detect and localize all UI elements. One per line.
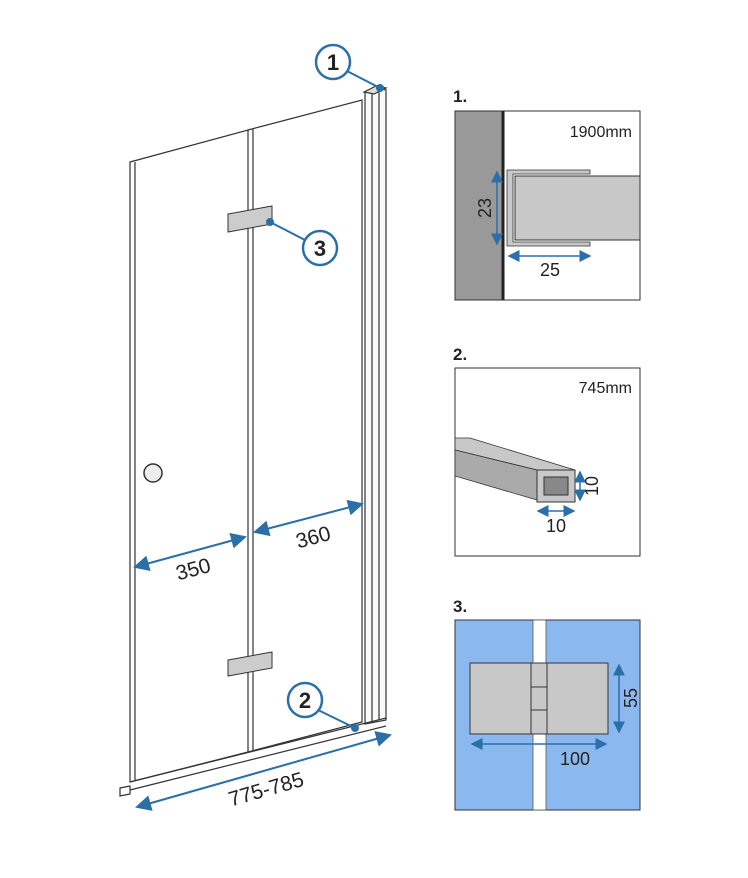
detail-1-height: 23 — [475, 198, 495, 218]
lower-hinge — [227, 651, 273, 677]
detail-3-height: 55 — [621, 688, 641, 708]
detail-1-width: 25 — [540, 260, 560, 280]
detail-3-width: 100 — [560, 749, 590, 769]
door-knob — [143, 463, 163, 483]
detail-1-length: 1900mm — [570, 124, 632, 141]
dim-total-label: 775-785 — [226, 768, 306, 811]
detail-2-heading: 2. — [453, 345, 467, 364]
callout-3-label: 3 — [314, 236, 326, 261]
detail-3-heading: 3. — [453, 597, 467, 616]
dim-350-arrow — [133, 532, 247, 572]
detail-2: 2. 745mm 10 10 — [453, 345, 641, 557]
callout-2-label: 2 — [299, 688, 311, 713]
detail-1: 1. 1900mm 23 25 — [453, 87, 641, 301]
dim-360-label: 360 — [293, 522, 333, 553]
door-drawing — [119, 85, 388, 797]
wall-profile — [364, 87, 387, 725]
callout-1-label: 1 — [327, 50, 339, 75]
detail-2-length: 745mm — [579, 380, 632, 397]
detail-1-heading: 1. — [453, 87, 467, 106]
callout-1: 1 — [314, 43, 384, 92]
dim-360-arrow — [253, 499, 364, 537]
callout-2: 2 — [286, 681, 359, 732]
detail-3: 3. 55 100 — [453, 597, 641, 811]
callout-3: 3 — [266, 218, 339, 267]
dim-350-label: 350 — [173, 554, 213, 585]
dim-total-arrow — [135, 731, 392, 811]
detail-2-width: 10 — [546, 516, 566, 536]
detail-2-height: 10 — [582, 476, 602, 496]
upper-hinge — [227, 205, 273, 233]
